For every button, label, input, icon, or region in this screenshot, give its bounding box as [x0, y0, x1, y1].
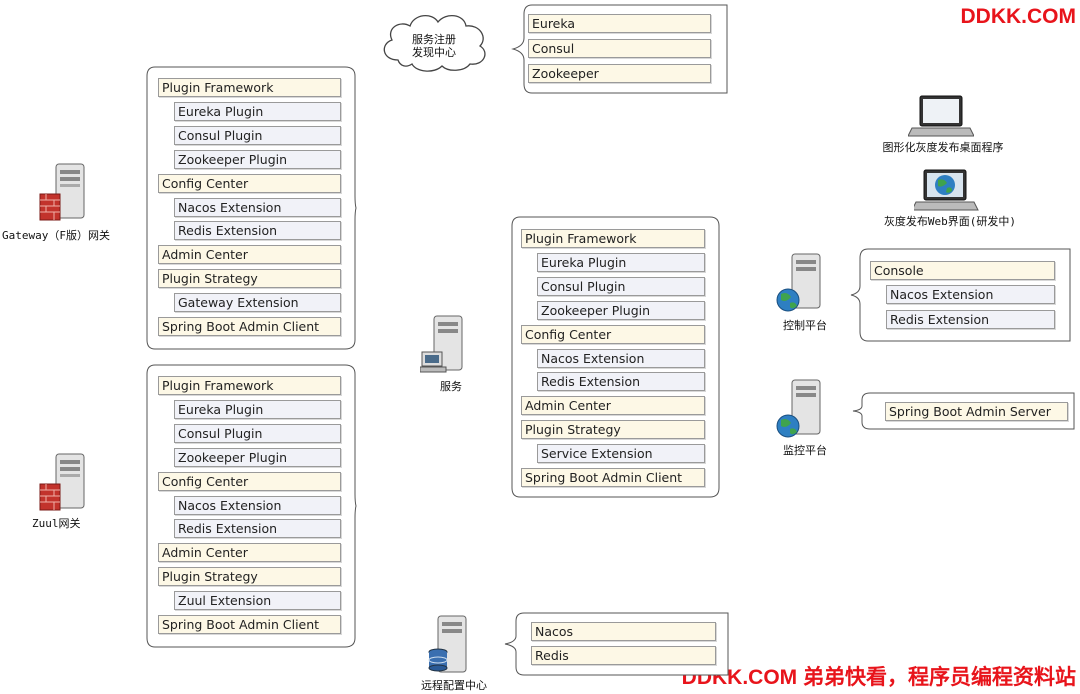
- gateway-server-icon: [36, 160, 92, 226]
- gateway-stack-item: Zookeeper Plugin: [174, 149, 341, 169]
- zuul-stack-item: Admin Center: [158, 543, 341, 563]
- service-stack-item: Config Center: [521, 324, 705, 344]
- service-stack-item: Zookeeper Plugin: [537, 300, 705, 320]
- zuul-stack-item: Zuul Extension: [174, 591, 341, 611]
- config-server-icon: [424, 612, 480, 676]
- service-stack-item: Nacos Extension: [537, 348, 705, 368]
- zuul-label: Zuul网关: [32, 517, 81, 530]
- gateway-stack-item: Gateway Extension: [174, 293, 341, 313]
- config-items-item: Nacos: [531, 622, 716, 641]
- service-stack-item: Eureka Plugin: [537, 252, 705, 272]
- web-laptop-icon: [911, 168, 980, 214]
- service-stack-item: Service Extension: [537, 444, 705, 464]
- monitor-panel: Spring Boot Admin Server: [852, 392, 1076, 430]
- monitor-platform-label: 监控平台: [783, 444, 827, 457]
- service-stack-item: Admin Center: [521, 396, 705, 416]
- gateway-stack-item: Plugin Strategy: [158, 269, 341, 289]
- gateway-stack-item: Nacos Extension: [174, 197, 341, 217]
- service-stack-item: Consul Plugin: [537, 276, 705, 296]
- gateway-stack-item: Admin Center: [158, 245, 341, 265]
- gateway-stack-item: Plugin Framework: [158, 78, 341, 97]
- gateway-stack-item: Eureka Plugin: [174, 101, 341, 121]
- service-stack-item: Plugin Framework: [521, 229, 705, 248]
- zuul-stack-item: Config Center: [158, 471, 341, 491]
- gateway-stack-item: Redis Extension: [174, 221, 341, 241]
- gateway-label: Gateway（F版）网关: [2, 229, 110, 242]
- zuul-stack-item: Consul Plugin: [174, 423, 341, 443]
- monitor-server-icon: [776, 378, 832, 440]
- console-stack-item: Nacos Extension: [886, 285, 1055, 305]
- service-stack-item: Plugin Strategy: [521, 420, 705, 440]
- monitor-stack-item: Spring Boot Admin Server: [885, 402, 1068, 421]
- registry-items-item: Consul: [528, 39, 711, 58]
- registry-label-line1: 服务注册: [412, 33, 456, 46]
- config-items-item: Redis: [531, 646, 716, 665]
- console-stack-item: Console: [870, 261, 1055, 280]
- zuul-server-icon: [36, 450, 92, 516]
- control-server-icon: [776, 252, 832, 314]
- watermark-top: DDKK.COM: [960, 5, 1077, 28]
- service-stack-item: Spring Boot Admin Client: [521, 468, 705, 487]
- laptop-icon: [907, 94, 975, 140]
- registry-items-item: Eureka: [528, 14, 711, 33]
- service-server-icon: [419, 312, 476, 376]
- registry-items-item: Zookeeper: [528, 64, 711, 83]
- cloud-icon: [383, 15, 486, 72]
- watermark-bottom: DDKK.COM 弟弟快看，程序员编程资料站: [681, 666, 1076, 689]
- zuul-stack-item: Plugin Strategy: [158, 567, 341, 587]
- web-ui-label: 灰度发布Web界面(研发中): [883, 215, 1017, 228]
- desktop-app-label: 图形化灰度发布桌面程序: [882, 141, 1004, 154]
- gateway-stack-item: Config Center: [158, 173, 341, 193]
- registry-label-line2: 发现中心: [412, 46, 456, 59]
- service-stack-item: Redis Extension: [537, 372, 705, 392]
- registry-cloud: 服务注册 发现中心: [376, 8, 492, 74]
- config-label: 远程配置中心: [421, 679, 487, 692]
- zuul-stack-item: Spring Boot Admin Client: [158, 615, 341, 634]
- console-stack-item: Redis Extension: [886, 309, 1055, 329]
- control-platform-label: 控制平台: [783, 319, 827, 332]
- zuul-stack-item: Zookeeper Plugin: [174, 447, 341, 467]
- gateway-stack-item: Consul Plugin: [174, 125, 341, 145]
- gateway-stack-item: Spring Boot Admin Client: [158, 317, 341, 336]
- zuul-stack-item: Eureka Plugin: [174, 399, 341, 419]
- service-label: 服务: [440, 380, 462, 393]
- zuul-stack-item: Plugin Framework: [158, 376, 341, 395]
- zuul-stack-item: Nacos Extension: [174, 495, 341, 515]
- zuul-stack-item: Redis Extension: [174, 519, 341, 539]
